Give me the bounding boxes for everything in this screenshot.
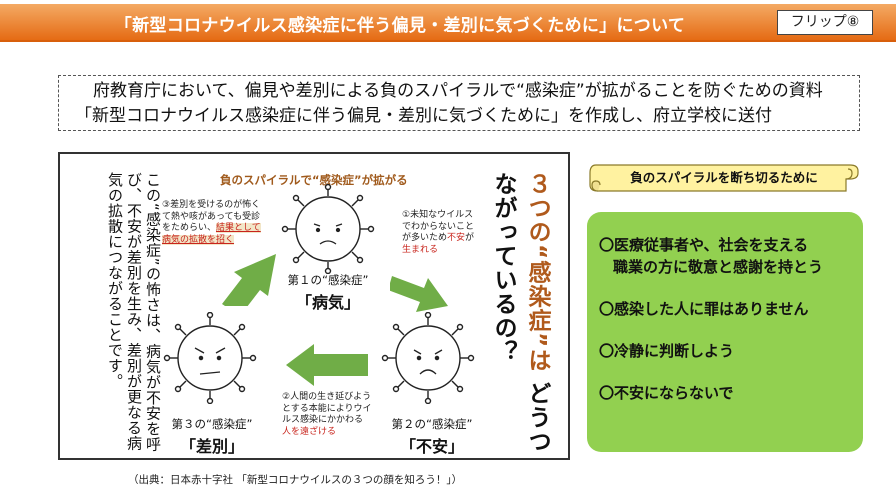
arrow-anxiety-to-discrimination — [286, 344, 368, 386]
header-bar: 「新型コロナウイルス感染症に伴う偏見・差別に気づくために」について フリップ⑧ — [0, 0, 896, 42]
scroll-title: 負のスパイラルを断ち切るために — [630, 170, 818, 185]
spiral-figure: この“感染症”の怖さは、病気が不安を呼び、不安が差別を生み、差別が更なる病気の拡… — [58, 152, 570, 460]
virus-anxiety-icon — [381, 312, 475, 404]
source-citation: （出典：日本赤十字社 「新型コロナウイルスの３つの顔を知ろう！」） — [128, 474, 463, 486]
figure-description: この“感染症”の怖さは、病気が不安を呼び、不安が差別を生み、差別が更なる病気の拡… — [106, 172, 162, 453]
flip-label: フリップ⑧ — [777, 10, 873, 35]
arrow-illness-to-anxiety — [390, 276, 448, 312]
infection-1-label: 第１の“感染症” 「病気」 — [287, 273, 369, 312]
arrow-discrimination-to-illness — [222, 254, 276, 306]
intro-line-2: 「新型コロナウイルス感染症に伴う偏見・差別に気づくために」を作成し、府立学校に送… — [75, 106, 772, 126]
action-item-3: 〇冷静に判断しよう — [599, 342, 735, 360]
intro-line-1: 府教育庁において、偏見や差別による負のスパイラルで“感染症”が拡がることを防ぐた… — [93, 81, 823, 101]
note-3: ③差別を受けるのが怖く て熱や咳があっても受診 をためらい、結果として 病気の拡… — [162, 200, 261, 245]
spiral-title: 負のスパイラルで“感染症”が拡がる — [220, 173, 408, 187]
virus-illness-icon — [281, 184, 375, 274]
page-title: 「新型コロナウイルス感染症に伴う偏見・差別に気づくために」について — [114, 16, 686, 36]
note-1: ①未知なウイルス でわからないこと が多いため不安が 生まれる — [402, 210, 475, 255]
question-heading: ３つの“感染症”は どうつながっているの？ — [490, 172, 550, 454]
intro-box: 府教育庁において、偏見や差別による負のスパイラルで“感染症”が拡がることを防ぐた… — [58, 75, 860, 131]
infection-3-label: 第３の“感染症” 「差別」 — [171, 417, 253, 456]
note-2: ②人間の生き延びよう とする本能によりウイ ルス感染にかかわる 人を遠ざける — [282, 392, 372, 437]
infection-2-label: 第２の“感染症” 「不安」 — [391, 417, 473, 456]
scroll-banner-icon — [589, 164, 859, 192]
action-item-2: 〇感染した人に罪はありません — [599, 300, 809, 318]
action-item-1: 〇医療従事者や、社会を支える 職業の方に敬意と感謝を持とう — [599, 236, 824, 276]
scroll-banner: 負のスパイラルを断ち切るために — [588, 161, 860, 195]
action-panel: 〇医療従事者や、社会を支える 職業の方に敬意と感謝を持とう 〇感染した人に罪はあ… — [587, 212, 863, 452]
action-item-4: 〇不安にならないで — [599, 384, 734, 402]
virus-discrimination-icon — [163, 312, 257, 404]
